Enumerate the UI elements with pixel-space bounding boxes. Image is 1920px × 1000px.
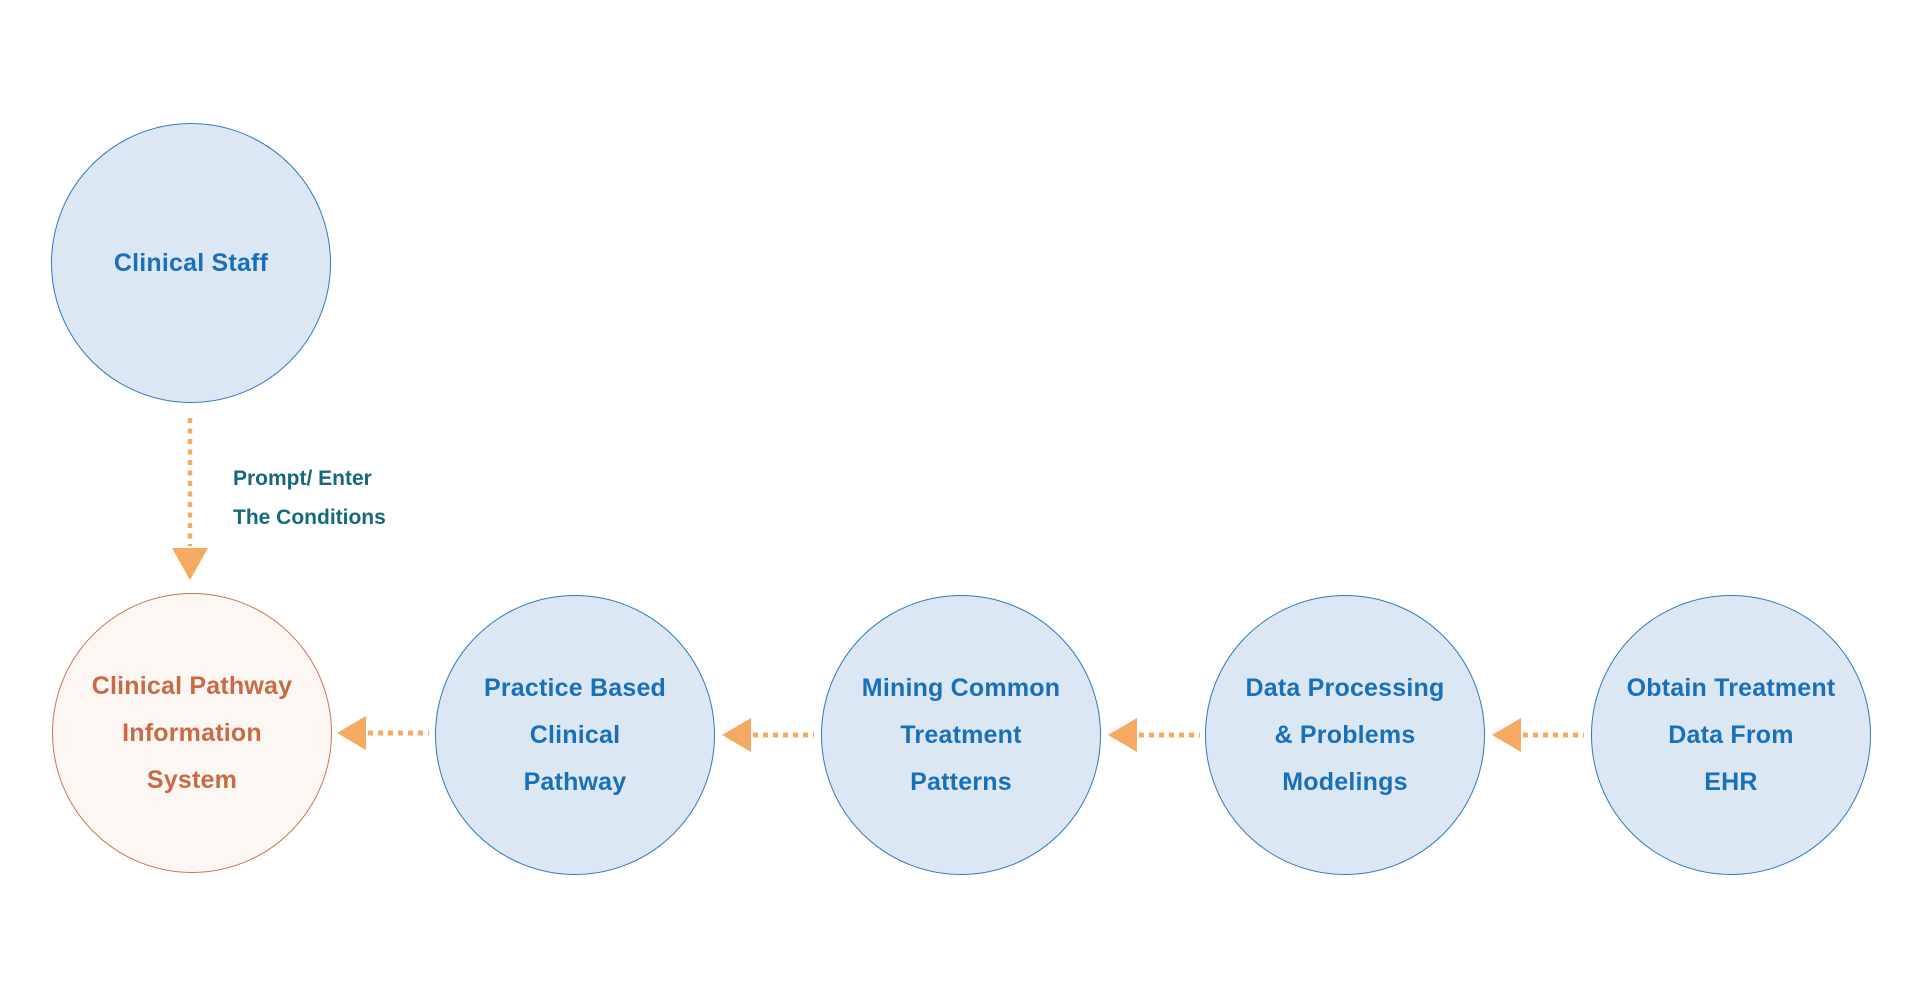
node-data-processing-problems-modelings: Data Processing & Problems Modelings bbox=[1205, 595, 1485, 875]
node-mining-common-treatment-patterns: Mining Common Treatment Patterns bbox=[821, 595, 1101, 875]
arrowhead-left-icon bbox=[1492, 718, 1521, 752]
edge-label-line: The Conditions bbox=[233, 506, 386, 529]
node-clinical-staff: Clinical Staff bbox=[51, 123, 331, 403]
node-label-line: Obtain Treatment bbox=[1626, 673, 1836, 702]
node-label-line: Clinical bbox=[529, 720, 621, 749]
node-label-line: Clinical Staff bbox=[113, 248, 269, 277]
arrow-practice-based-to-information-system bbox=[337, 716, 429, 750]
node-label: Practice Based Clinical Pathway bbox=[484, 665, 666, 806]
arrow-mining-to-practice-based bbox=[722, 718, 814, 752]
arrowhead-left-icon bbox=[1108, 718, 1137, 752]
arrow-ehr-to-data-processing bbox=[1492, 718, 1584, 752]
node-label-line: Practice Based bbox=[483, 673, 667, 702]
node-label: Mining Common Treatment Patterns bbox=[862, 665, 1060, 806]
node-label-line: EHR bbox=[1704, 767, 1758, 796]
edge-label-line: Prompt/ Enter bbox=[233, 467, 372, 490]
arrowhead-down-icon bbox=[172, 548, 208, 580]
node-label-line: Patterns bbox=[910, 767, 1012, 796]
node-label-line: Modelings bbox=[1282, 767, 1408, 796]
arrow-clinical-staff-to-information-system bbox=[172, 418, 208, 580]
node-obtain-treatment-data-from-ehr: Obtain Treatment Data From EHR bbox=[1591, 595, 1871, 875]
node-practice-based-clinical-pathway: Practice Based Clinical Pathway bbox=[435, 595, 715, 875]
node-label-line: & Problems bbox=[1274, 720, 1416, 749]
node-label-line: Data From bbox=[1668, 720, 1794, 749]
node-clinical-pathway-information-system: Clinical Pathway Information System bbox=[52, 593, 332, 873]
arrowhead-left-icon bbox=[722, 718, 751, 752]
arrowhead-left-icon bbox=[337, 716, 366, 750]
node-label-line: Mining Common bbox=[861, 673, 1061, 702]
node-label-line: Clinical Pathway bbox=[91, 671, 293, 700]
node-label-line: Data Processing bbox=[1245, 673, 1445, 702]
node-label: Clinical Staff bbox=[114, 240, 268, 287]
node-label: Data Processing & Problems Modelings bbox=[1246, 665, 1445, 806]
node-label-line: Information bbox=[122, 718, 262, 747]
node-label: Clinical Pathway Information System bbox=[92, 663, 293, 804]
node-label: Obtain Treatment Data From EHR bbox=[1627, 665, 1836, 806]
node-label-line: Pathway bbox=[523, 767, 627, 796]
edge-label-prompt-enter-the-conditions: Prompt/ Enter The Conditions bbox=[233, 459, 386, 537]
node-label-line: System bbox=[146, 765, 238, 794]
arrow-data-processing-to-mining bbox=[1108, 718, 1200, 752]
node-label-line: Treatment bbox=[900, 720, 1022, 749]
